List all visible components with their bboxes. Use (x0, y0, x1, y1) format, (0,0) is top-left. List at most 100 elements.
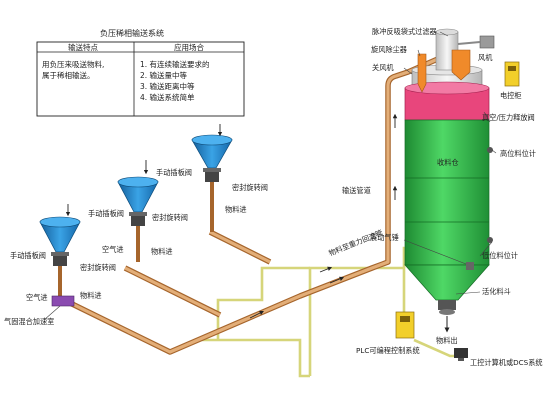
label-vacuum-valve: 真空/压力释放阀 (482, 113, 535, 122)
signal-line (200, 338, 310, 378)
mixing-chamber (51, 295, 75, 307)
flow-arrows (249, 113, 398, 319)
fan-duct (457, 41, 481, 45)
control-cabinet (504, 61, 520, 87)
signal-line (308, 266, 406, 376)
label-gate-valve: 手动插板阀 (88, 209, 124, 218)
cyclone-separator (451, 49, 471, 81)
leader-line (403, 67, 413, 75)
leader-line (483, 111, 491, 123)
plc-panel (400, 316, 410, 322)
high-level-sensor (487, 147, 493, 153)
label-control-cabinet: 电控柜 (500, 91, 522, 100)
label-material-in: 物料进 (225, 205, 247, 214)
label-high-level: 高位料位计 (500, 149, 536, 158)
label-material-out: 物料出 (436, 336, 458, 345)
label-silo: 收料仓 (437, 158, 459, 167)
conveying-pipe (62, 55, 442, 355)
rotary-valve (53, 256, 67, 266)
label-air-in: 空气进 (102, 245, 124, 254)
silo-top-rim (404, 81, 490, 95)
label-low-level: 低位料位计 (482, 251, 518, 260)
leader-line (417, 49, 421, 57)
gate-valve (203, 168, 221, 172)
table-application-line: 4. 输送系统简单 (140, 92, 195, 102)
gate-valve (51, 252, 69, 256)
label-vibration-hammer: 震动气锤 (370, 233, 399, 242)
table-feature-line: 属于稀相输送。 (42, 70, 95, 80)
conveying-pipe-fill (63, 56, 441, 354)
discharge-outlet (439, 309, 455, 315)
pipe-body (63, 56, 441, 354)
hopper-rim (191, 134, 233, 146)
label-pulse-filter: 脉冲反吸袋式过滤器 (372, 27, 437, 36)
leader-line (43, 305, 61, 321)
cabinet-body (504, 61, 520, 87)
vibration-hammer-body (466, 262, 474, 270)
pipe-body (209, 230, 271, 264)
silo-cone (404, 264, 490, 301)
table-application-line: 2. 输送量中等 (140, 70, 188, 80)
hopper-group-middle (117, 160, 159, 262)
label-fan: 风机 (478, 53, 493, 62)
leader-line (439, 31, 449, 37)
pipe-body (124, 266, 221, 317)
label-air-in: 空气进 (26, 293, 48, 302)
table-border (36, 41, 245, 117)
computer-monitor (454, 348, 468, 358)
label-activation-hopper: 活化料斗 (482, 287, 511, 296)
plc-cabinet (395, 311, 415, 339)
plc-body (395, 311, 415, 339)
hopper-rim (117, 176, 159, 188)
fan-unit (479, 35, 495, 49)
cyclone-fan (417, 35, 495, 93)
flow-arrow (249, 310, 265, 319)
table-application-line: 3. 输送距离中等 (140, 81, 195, 91)
hopper-group-top (191, 124, 233, 232)
discharge-valve (438, 300, 456, 310)
labels: 脉冲反吸袋式过滤器 旋风除尘器 风机 关风机 电控柜 真空/压力释放阀 高位料位… (4, 27, 543, 367)
label-mixing-chamber: 气固混合加速室 (4, 317, 54, 326)
label-rotary-valve: 密封旋转阀 (152, 213, 188, 222)
label-top-valve: 关风机 (372, 63, 394, 72)
gate-valve (129, 212, 147, 216)
flow-arrow (319, 266, 333, 273)
signal-line (216, 266, 310, 340)
cabinet-panel (508, 66, 516, 71)
hopper-group-bottom (39, 204, 81, 307)
label-gate-valve: 手动插板阀 (10, 251, 46, 260)
table-title: 负压稀相输送系统 (100, 28, 164, 38)
info-table: 负压稀相输送系统 输送特点 应用场合 用负压来吸送物料, 属于稀相输送。 1. … (36, 28, 245, 117)
silo-body (404, 119, 490, 266)
table-application-line: 1. 有连续输送要求的 (140, 59, 210, 69)
filter-cap (435, 28, 459, 36)
label-plc: PLC可编程控制系统 (356, 346, 420, 355)
label-cyclone: 旋风除尘器 (371, 45, 407, 54)
pipe-outline (62, 55, 442, 355)
label-gate-valve: 手动插板阀 (156, 168, 192, 177)
computer (454, 348, 468, 361)
leader-line (403, 239, 467, 265)
label-material-in: 物料进 (151, 247, 173, 256)
label-rotary-valve: 密封旋转阀 (232, 183, 268, 192)
signal-line (413, 338, 454, 358)
flow-arrow (329, 276, 345, 284)
computer-stand (458, 358, 464, 361)
table-header-application: 应用场合 (174, 42, 204, 52)
cyclone-body (417, 53, 427, 93)
label-computer: 工控计算机或DCS系统 (470, 358, 543, 367)
low-level-sensor (487, 237, 493, 243)
leader-line (455, 291, 481, 295)
leader-line (479, 241, 493, 257)
label-conveying-pipe: 输送管道 (342, 186, 371, 195)
leader-line (491, 149, 497, 154)
table-header-feature: 输送特点 (68, 42, 98, 52)
hopper-rim (39, 216, 81, 228)
leader-lines (43, 31, 497, 321)
table-feature-line: 用负压来吸送物料, (42, 59, 104, 69)
rotary-valve (131, 216, 145, 226)
label-rotary-valve: 密封旋转阀 (80, 263, 116, 272)
rotary-valve (205, 172, 219, 182)
